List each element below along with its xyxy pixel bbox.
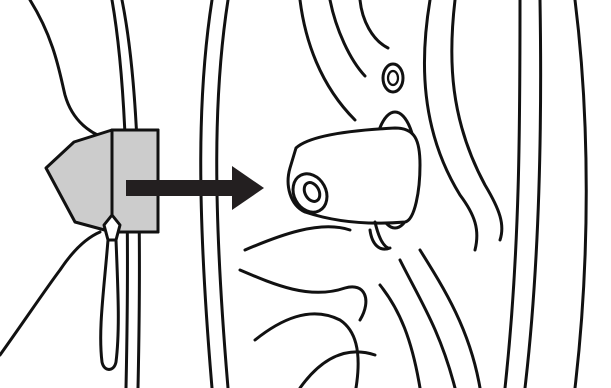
tire-edge-right xyxy=(573,0,588,388)
spoke-lower-f xyxy=(378,283,422,388)
direction-arrow-icon xyxy=(126,166,264,210)
spoke-lower-d xyxy=(398,258,457,388)
valve-cap-icon xyxy=(44,128,160,371)
rim-flange-left-inner xyxy=(215,0,230,388)
valve-stem-icon xyxy=(286,126,422,250)
spoke-lower-top xyxy=(243,225,352,252)
spoke-lower-a xyxy=(238,268,368,322)
hand-lower-outline xyxy=(0,230,102,357)
spoke-upper-mid xyxy=(328,0,367,78)
valve-cap-body xyxy=(44,128,160,234)
spoke-upper-cap xyxy=(358,0,390,50)
spoke-lower-e xyxy=(418,248,482,388)
tether-clip xyxy=(102,213,122,242)
spoke-lower-c xyxy=(298,350,377,388)
rim-flange-left xyxy=(199,0,214,388)
rim-flange-right xyxy=(503,0,522,388)
hand-icon xyxy=(0,0,114,357)
lug-nut-inner xyxy=(386,69,400,87)
arrow-head xyxy=(232,166,264,210)
tether-strap xyxy=(99,238,120,371)
lug-nut xyxy=(381,62,405,94)
arrow-shaft xyxy=(126,180,234,196)
spoke-upper-left xyxy=(298,0,357,122)
wheel-rim-icon xyxy=(238,0,588,388)
valve-stem-neck xyxy=(373,220,390,250)
spoke-right-b xyxy=(450,0,504,242)
spoke-right-a xyxy=(422,0,479,252)
spoke-lower-b xyxy=(253,312,360,388)
rim-flange-right-outer xyxy=(523,0,543,388)
valve-stem-tip xyxy=(291,172,329,214)
hand-upper-outline xyxy=(28,0,114,142)
valve-stem-core xyxy=(302,181,322,203)
